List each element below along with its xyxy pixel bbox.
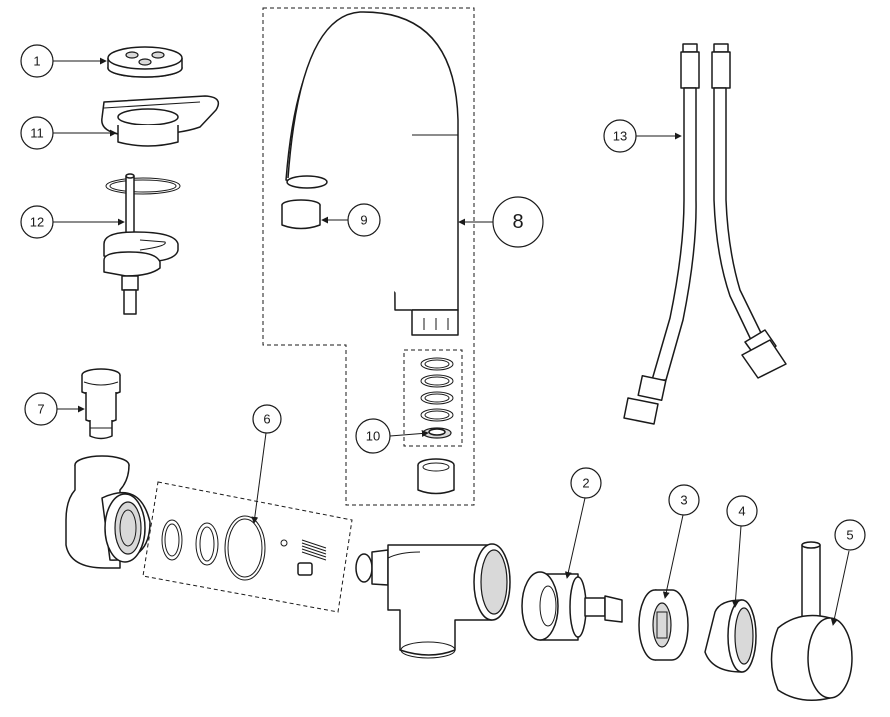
part-12-fixing-stud: [103, 173, 181, 315]
leader-3: [662, 514, 684, 599]
callout-6: 6: [252, 404, 282, 434]
leader-5: [830, 550, 850, 626]
seal-kit-box: [403, 349, 463, 447]
svg-text:12: 12: [30, 215, 44, 230]
callout-5: 5: [834, 519, 866, 551]
part-3-adapter: [638, 589, 689, 661]
leader-4: [731, 525, 742, 608]
leader-6: [251, 432, 267, 524]
callout-4: 4: [726, 495, 758, 527]
part-5-handle: [770, 541, 853, 701]
part-1-washer: [107, 46, 183, 78]
svg-text:4: 4: [738, 504, 745, 519]
part-10-seal-kit: [420, 357, 454, 439]
callout-3: 3: [668, 484, 700, 516]
leader-10: [389, 429, 429, 437]
callout-1: 1: [20, 44, 54, 78]
svg-text:2: 2: [582, 476, 589, 491]
part-2-cartridge: [521, 571, 623, 641]
leader-2: [564, 497, 586, 579]
part-6-o-rings: [161, 515, 327, 581]
callout-8: 8: [492, 196, 544, 248]
svg-text:8: 8: [512, 211, 523, 233]
valve-body-main: [355, 543, 511, 659]
o-ring-kit-box: [142, 481, 353, 613]
callout-2: 2: [570, 467, 602, 499]
valve-body-elbow: [65, 455, 151, 569]
spout-bush: [417, 458, 455, 495]
svg-text:13: 13: [613, 129, 627, 144]
part-11-base-plate: [101, 95, 220, 147]
svg-text:7: 7: [37, 402, 44, 417]
part-13-flexible-hoses: [623, 43, 787, 425]
svg-text:3: 3: [680, 493, 687, 508]
svg-text:6: 6: [263, 412, 270, 427]
part-8-spout: [285, 11, 459, 336]
svg-text:9: 9: [360, 213, 367, 228]
callout-7: 7: [24, 392, 58, 426]
callout-11: 11: [20, 116, 54, 150]
callout-13: 13: [603, 119, 637, 153]
svg-text:11: 11: [30, 126, 44, 141]
part-7-connector: [81, 368, 121, 440]
spout-group-box: [262, 7, 475, 506]
svg-text:1: 1: [33, 54, 40, 69]
callout-12: 12: [20, 205, 54, 239]
part-4-shroud: [704, 599, 757, 673]
callout-10: 10: [355, 418, 391, 454]
svg-text:10: 10: [366, 429, 380, 444]
part-9-aerator: [281, 199, 321, 230]
svg-text:5: 5: [846, 528, 853, 543]
callout-9: 9: [347, 203, 381, 237]
